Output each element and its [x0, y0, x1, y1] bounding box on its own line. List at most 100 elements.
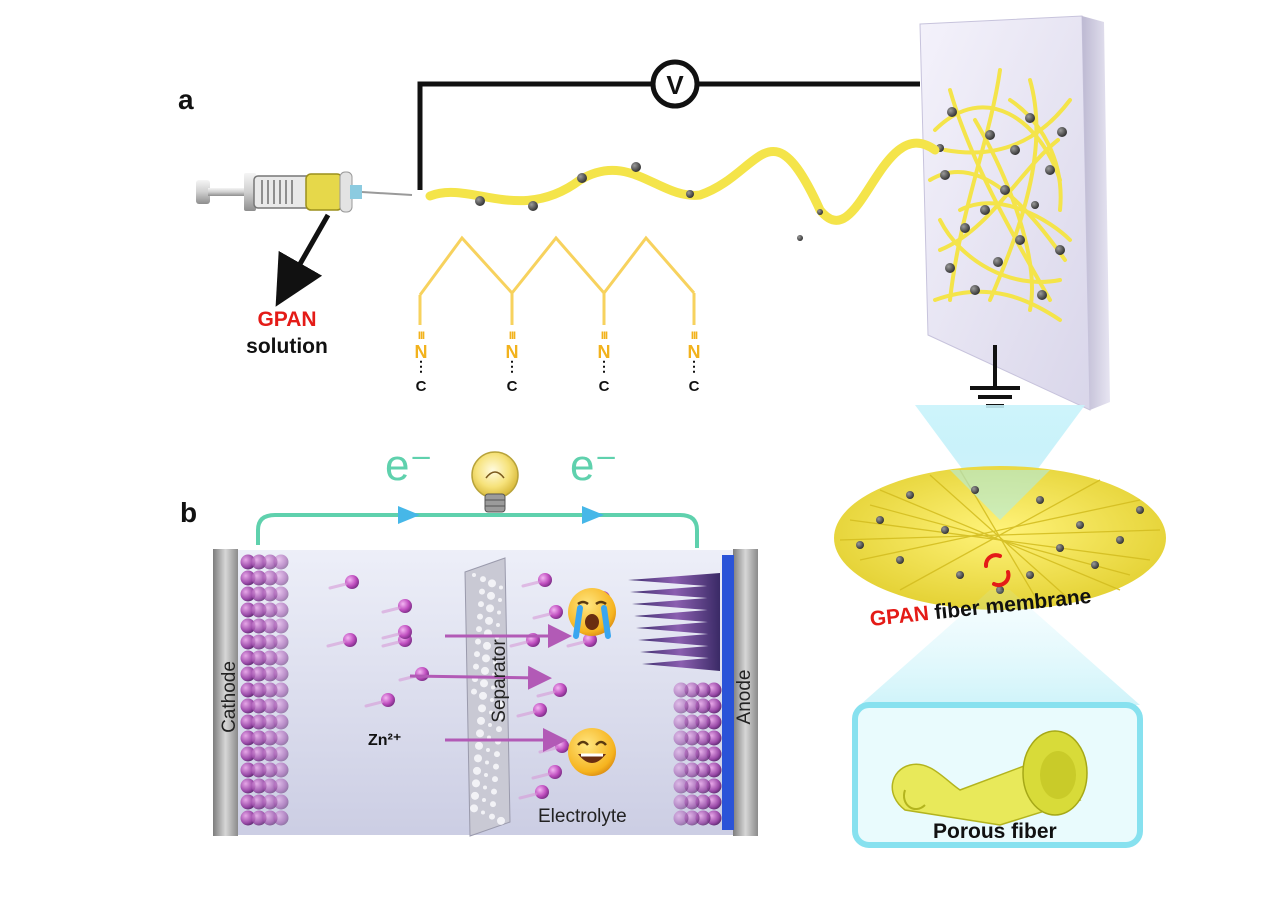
cathode-sphere [273, 698, 289, 714]
anode-sphere [706, 778, 722, 794]
cathode-sphere [251, 762, 267, 778]
zoom-funnel [860, 590, 1140, 705]
separator-pore [486, 604, 494, 613]
anode-sphere [684, 778, 700, 794]
focus-marker [984, 553, 1011, 588]
separator-pore [482, 798, 486, 802]
cathode-sphere [273, 778, 289, 794]
separator-pore [496, 623, 500, 627]
separator-pore [481, 810, 485, 815]
zinc-ion-trail [381, 632, 401, 640]
separator-pore [485, 616, 493, 625]
cathode-sphere [273, 794, 289, 810]
crying-emoji-icon [568, 588, 616, 639]
zinc-ion [398, 599, 412, 613]
separator-pore [470, 804, 478, 813]
separator-pore [483, 641, 491, 650]
zinc-ion-trail [326, 640, 346, 648]
cathode-sphere [251, 570, 267, 586]
monomer-unit-2: III N ⋮ C [503, 330, 521, 395]
nitrogen-atom: N [414, 342, 428, 362]
cathode-sphere [251, 554, 267, 570]
separator-pore [498, 701, 504, 708]
cathode-sphere [262, 634, 278, 650]
cathode-sphere [273, 618, 289, 634]
separator-pore [474, 651, 480, 658]
electron-arrow-2 [582, 506, 604, 524]
separator-pore [473, 766, 481, 775]
electron-arrow-1 [398, 506, 420, 524]
monomer-unit-3: III N ⋮ C [595, 330, 613, 395]
separator-pore [471, 688, 477, 695]
nitrogen-atom: N [597, 342, 611, 362]
deposited-beads [936, 107, 1067, 300]
solution-arrow [275, 213, 331, 307]
zinc-ion-trail [509, 640, 529, 648]
cathode-sphere [273, 570, 289, 586]
separator-pore [489, 813, 495, 820]
separator-pore [493, 763, 499, 770]
anode-dendrite [630, 585, 720, 599]
zinc-ion [533, 703, 547, 717]
cathode-sphere [262, 570, 278, 586]
separator-pore [481, 666, 489, 675]
zinc-ion-trail [521, 580, 541, 588]
anode-dendrite [642, 657, 720, 671]
zinc-ion-trail [518, 792, 538, 800]
cathode-sphere [262, 666, 278, 682]
anode-sphere [695, 714, 711, 730]
separator-pore [480, 576, 486, 583]
zinc-ion [415, 667, 429, 681]
triple-bond: III [508, 330, 516, 342]
zinc-ion [398, 625, 412, 639]
anode-sphere [673, 794, 689, 810]
triple-bond: III [600, 330, 608, 342]
separator-pore [477, 716, 485, 725]
cathode-sphere [273, 634, 289, 650]
separator-pore [484, 773, 488, 777]
anode-sphere [695, 730, 711, 746]
separator-pore [482, 654, 490, 663]
cathode-sphere [273, 714, 289, 730]
voltmeter-label: V [666, 70, 684, 100]
separator-pore [498, 598, 502, 602]
gpan-solution-label-black: solution [246, 335, 328, 358]
fiber-membrane [834, 466, 1166, 610]
panel-b [213, 451, 758, 837]
separator-pore [480, 679, 488, 688]
porous-fiber-label: Porous fiber [933, 820, 1057, 843]
gpan-solution-label: GPAN solution [232, 306, 342, 360]
cathode-sphere [240, 634, 256, 650]
cathode-sphere [251, 602, 267, 618]
anode-sphere [695, 810, 711, 826]
cathode-sphere [251, 618, 267, 634]
cathode-sphere [240, 618, 256, 634]
anode-electrode [733, 549, 758, 836]
separator-pore [478, 601, 484, 608]
cathode-sphere [251, 810, 267, 826]
separator-pore [492, 776, 498, 783]
zinc-ion-trail [516, 710, 536, 718]
cathode-sphere [240, 794, 256, 810]
cathode-sphere [262, 778, 278, 794]
cathode-sphere [262, 650, 278, 666]
jet-fiber [425, 138, 940, 241]
cathode-sphere [240, 714, 256, 730]
separator-pore [491, 685, 495, 690]
zinc-ion [548, 765, 562, 779]
zinc-ion-trail [328, 582, 348, 590]
anode-sphere [695, 698, 711, 714]
separator-pore [488, 723, 492, 727]
separator-pore [490, 698, 494, 702]
anode-dendrite [638, 633, 720, 647]
separator-label: Separator [489, 639, 510, 723]
cathode-sphere [273, 746, 289, 762]
anode-sphere [684, 810, 700, 826]
anode-sphere [673, 810, 689, 826]
monomer-unit-1: III N ⋮ C [412, 330, 430, 395]
carbon-atom: C [688, 378, 700, 395]
coordination-dots: ⋮ [597, 358, 611, 374]
monomer-unit-4: III N ⋮ C [685, 330, 703, 395]
membrane-label-red: GPAN [868, 601, 930, 631]
anode-dendrite [628, 573, 720, 587]
